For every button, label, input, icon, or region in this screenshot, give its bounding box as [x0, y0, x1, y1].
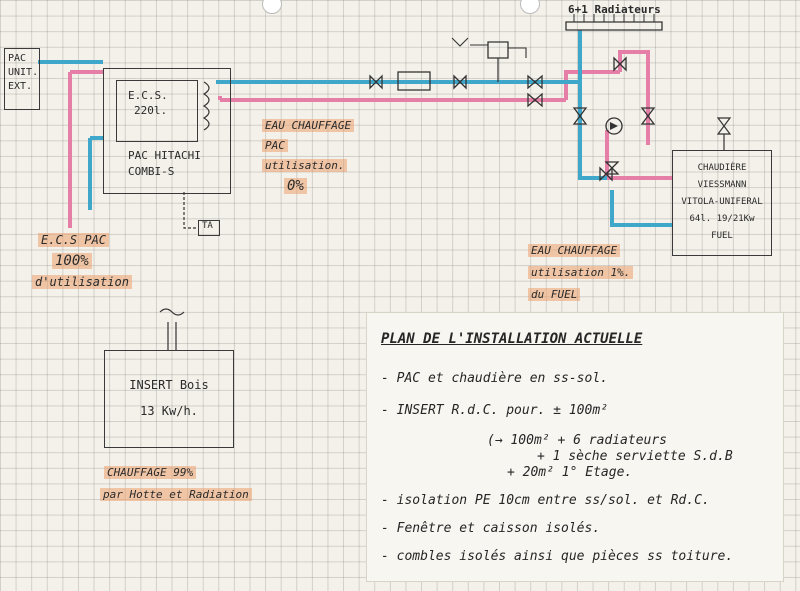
ecs-tank-line: E.C.S. — [128, 89, 168, 102]
highlight-text: 0% — [284, 178, 307, 194]
note-line: - isolation PE 10cm entre ss/sol. et Rd.… — [381, 493, 710, 508]
eau-chauffage-pac-label: EAU CHAUFFAGE PAC utilisation. 0% — [262, 116, 355, 196]
highlight-text: EAU CHAUFFAGE — [262, 119, 355, 132]
thermostat-label: TA — [202, 221, 213, 231]
insert-line: INSERT Bois — [129, 378, 209, 392]
thermostat-box — [198, 220, 220, 236]
note-line: - PAC et chaudière en ss-sol. — [381, 371, 608, 386]
viessmann-boiler — [672, 150, 772, 256]
insert-line: 13 Kw/h. — [140, 404, 198, 418]
highlight-text: CHAUFFAGE 99% — [104, 466, 197, 479]
chauffage-insert-label: CHAUFFAGE 99% par Hotte et Radiation — [100, 462, 252, 506]
pac-unit-line: PAC — [8, 53, 27, 64]
boiler-label: CHAUDIÈRE VIESSMANN VITOLA-UNIFERAL 64l.… — [676, 160, 768, 245]
pac-exterior-label: PAC UNIT. EXT. — [8, 52, 38, 94]
punch-hole — [262, 0, 282, 14]
pac-exterior-unit — [4, 48, 40, 110]
boiler-line: FUEL — [711, 231, 733, 241]
boiler-line: CHAUDIÈRE — [697, 163, 747, 173]
highlight-text: utilisation. — [262, 159, 348, 172]
highlight-text: 100% — [52, 253, 92, 269]
punch-hole — [520, 0, 540, 14]
pac-hitachi-unit — [103, 68, 231, 194]
pac-hitachi-label: PAC HITACHI COMBI-S — [128, 148, 201, 180]
pac-unit-line: UNIT. — [8, 67, 39, 78]
eau-chauffage-fuel-label: EAU CHAUFFAGE utilisation 1%. du FUEL — [528, 240, 634, 306]
highlight-text: E.C.S PAC — [38, 233, 110, 247]
boiler-line: VITOLA-UNIFERAL — [681, 197, 763, 207]
highlight-text: d'utilisation — [32, 275, 132, 289]
note-line: - Fenêtre et caisson isolés. — [381, 521, 601, 536]
note-line: + 20m² 1° Etage. — [507, 465, 633, 480]
ecs-tank-line: 220l. — [134, 104, 168, 117]
insert-label: INSERT Bois 13 Kw/h. — [112, 372, 226, 424]
highlight-text: utilisation 1%. — [528, 266, 634, 279]
pac-name-line: COMBI-S — [128, 165, 175, 178]
radiators-label: 6+1 Radiateurs — [568, 3, 661, 16]
highlight-text: du FUEL — [528, 288, 581, 301]
notes-title: PLAN DE L'INSTALLATION ACTUELLE — [381, 331, 643, 347]
note-line: (→ 100m² + 6 radiateurs — [487, 433, 668, 448]
note-line: - combles isolés ainsi que pièces ss toi… — [381, 549, 734, 564]
highlight-text: EAU CHAUFFAGE — [528, 244, 621, 257]
installation-notes-card: PLAN DE L'INSTALLATION ACTUELLE - PAC et… — [366, 312, 784, 582]
boiler-line: VIESSMANN — [697, 180, 747, 190]
note-line: - INSERT R.d.C. pour. ± 100m² — [381, 403, 608, 418]
highlight-text: par Hotte et Radiation — [100, 488, 252, 501]
pac-unit-line: EXT. — [8, 81, 33, 92]
boiler-line: 64l. 19/21Kw — [689, 214, 755, 224]
pac-name-line: PAC HITACHI — [128, 149, 201, 162]
highlight-text: PAC — [262, 139, 288, 152]
ecs-tank-label: E.C.S. 220l. — [128, 88, 168, 118]
ecs-pac-label: E.C.S PAC 100% d'utilisation — [32, 230, 132, 293]
note-line: + 1 sèche serviette S.d.B — [537, 449, 733, 464]
wood-insert — [104, 350, 234, 448]
ecs-tank — [116, 80, 198, 142]
